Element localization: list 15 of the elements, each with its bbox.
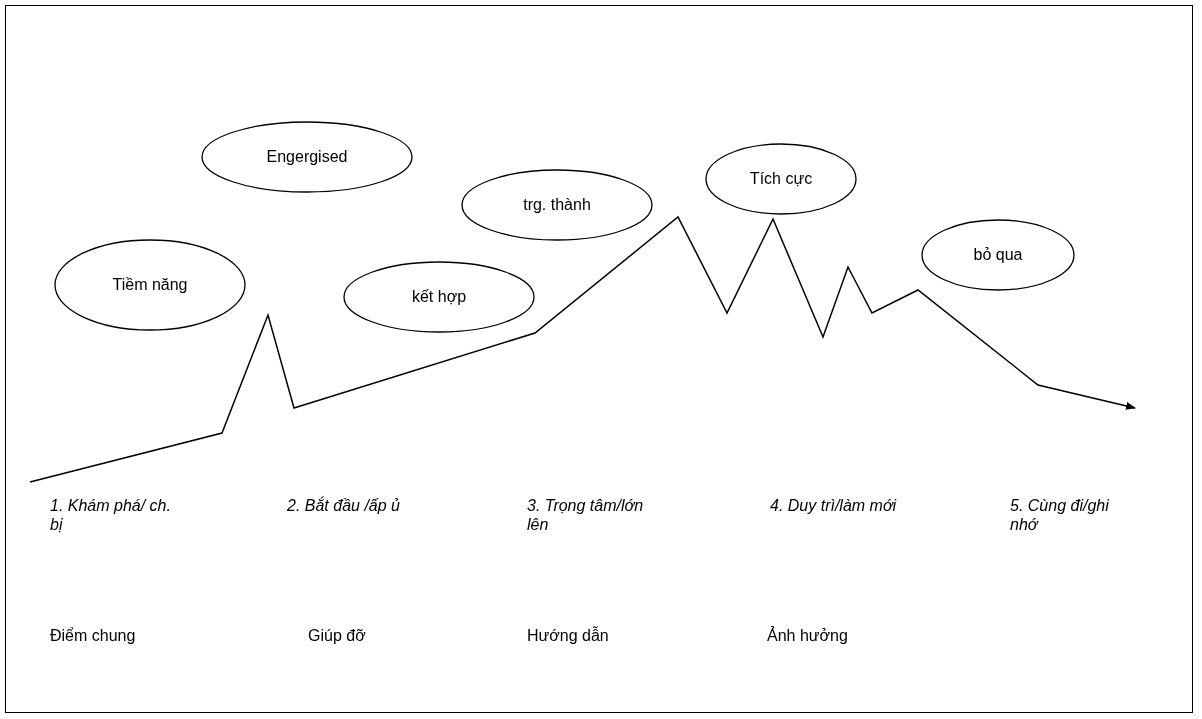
role-label: Ảnh hưởng [767, 626, 849, 645]
stage-state-label: Tiềm năng [112, 276, 188, 294]
phase-label: 1. Khám phá/ ch. bị [50, 496, 172, 534]
stage-state-label: trg. thành [523, 196, 591, 214]
phase-label: 5. Cùng đi/ghi nhớ [1010, 496, 1110, 534]
stage-state-label: Engergised [266, 148, 348, 166]
role-label: Điểm chung [50, 626, 137, 645]
role-label: Giúp đỡ [308, 626, 367, 645]
role-label: Hướng dẫn [527, 626, 610, 645]
phase-label: 2. Bắt đầu /ấp ủ [287, 496, 401, 515]
phase-label: 4. Duy trì/làm mới [770, 496, 898, 515]
stage-state-label: bỏ qua [973, 246, 1023, 264]
stage-state-label: Tích cực [749, 170, 813, 188]
phase-label: 3. Trọng tâm/lớn lên [527, 496, 645, 534]
stage-state-label: kết hợp [411, 288, 467, 306]
